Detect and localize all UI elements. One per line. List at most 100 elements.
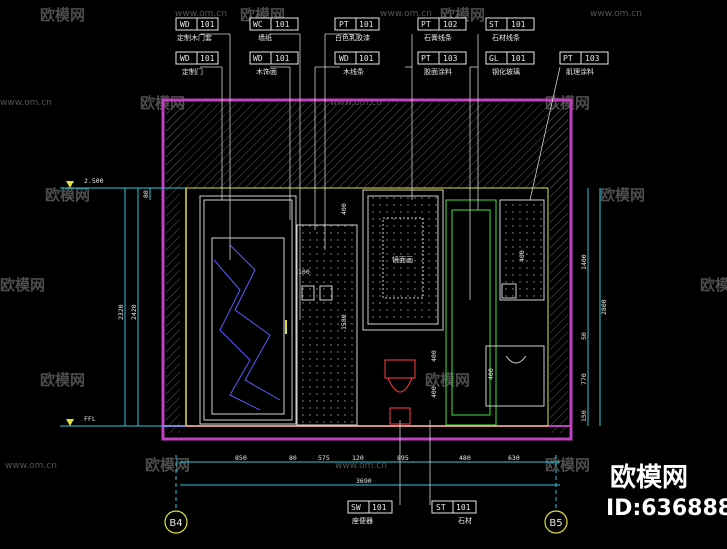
svg-text:www.om.cn: www.om.cn xyxy=(380,9,432,19)
tag-num: 101 xyxy=(359,20,374,29)
dim-right-0: 1400 xyxy=(580,254,588,270)
tag-code: PT xyxy=(339,20,349,29)
dim-bottom-6: 630 xyxy=(508,454,520,462)
svg-text:www.om.cn: www.om.cn xyxy=(590,9,642,19)
tag-num: 101 xyxy=(200,54,215,63)
dim-total: 3690 xyxy=(356,477,372,485)
tag-code: SW xyxy=(351,503,361,512)
axis-bubbles: B4 B5 xyxy=(164,510,568,534)
tag-3: WD 101 木饰面 xyxy=(249,51,299,76)
brand-logo-text: 欧模网 xyxy=(610,462,688,493)
dim-left-1: 2320 xyxy=(117,304,125,320)
tag-code: GL xyxy=(489,54,499,63)
tag-note: 定制木门套 xyxy=(177,33,212,42)
tag-10: PT 103 肌理涂料 xyxy=(559,51,609,76)
axis-b4: B4 xyxy=(169,518,182,529)
tag-note: 木饰面 xyxy=(256,67,277,76)
svg-text:www.om.cn: www.om.cn xyxy=(175,9,227,19)
dim-inner-1: 1580 xyxy=(340,314,348,330)
tag-num: 102 xyxy=(443,20,458,29)
svg-text:欧模网: 欧模网 xyxy=(40,6,85,24)
bottom-tag-1: ST 101 石材 xyxy=(431,500,477,525)
tag-code: PT xyxy=(421,54,431,63)
dim-left-2: 2420 xyxy=(130,304,138,320)
dim-inner-2: 100 xyxy=(298,268,310,276)
tag-num: 101 xyxy=(456,503,471,512)
dim-inner-0: 400 xyxy=(340,203,348,215)
tag-num: 101 xyxy=(275,20,290,29)
inner-dim-texts: 400 1580 100 400 400 400 400 xyxy=(298,203,526,398)
svg-text:www.om.cn: www.om.cn xyxy=(0,98,52,108)
material-tags: WD 101 定制木门套 WD 101 定制门 WC 101 墙纸 WD 101 木饰面… xyxy=(175,17,609,76)
tag-4: PT 101 白色乳胶漆 xyxy=(334,17,380,42)
dim-inner-5: 400 xyxy=(487,368,495,380)
dim-bottom-1: 80 xyxy=(289,454,297,462)
svg-text:欧模网: 欧模网 xyxy=(700,276,727,294)
dim-bottom-5: 480 xyxy=(459,454,471,462)
level-ffl: FFL xyxy=(84,415,96,423)
dim-bottom-3: 120 xyxy=(352,454,364,462)
dimension-lines xyxy=(60,187,601,510)
tag-note: 木线条 xyxy=(343,67,364,76)
tag-9: GL 101 钢化玻璃 xyxy=(485,51,535,76)
dim-inner-3: 400 xyxy=(430,350,438,362)
svg-text:欧模网: 欧模网 xyxy=(425,371,470,389)
dim-left-0: 80 xyxy=(142,190,150,198)
level-top: 2.500 xyxy=(84,177,104,185)
tag-num: 101 xyxy=(511,54,526,63)
tag-num: 101 xyxy=(275,54,290,63)
tag-num: 103 xyxy=(443,54,458,63)
tag-num: 103 xyxy=(585,54,600,63)
section-outline xyxy=(161,98,573,441)
tag-7: PT 103 胶面涂料 xyxy=(417,51,467,76)
tag-5: WD 101 木线条 xyxy=(334,51,380,76)
tag-note: 石材 xyxy=(458,516,472,525)
tag-num: 101 xyxy=(200,20,215,29)
dim-bottom-4: 895 xyxy=(397,454,409,462)
mirror-label: 镜面画 xyxy=(392,255,413,264)
tag-code: WD xyxy=(253,54,263,63)
dim-right-3: 770 xyxy=(580,373,588,385)
bottom-dim-texts: 850 80 575 120 895 480 630 3690 xyxy=(235,454,520,485)
svg-text:www.om.cn: www.om.cn xyxy=(335,461,387,471)
dim-right-2: 50 xyxy=(580,332,588,340)
dim-bottom-2: 575 xyxy=(318,454,330,462)
dim-inner-4: 400 xyxy=(430,386,438,398)
tag-0: WD 101 定制木门套 xyxy=(175,17,219,42)
level-markers: 2.500 FFL xyxy=(66,177,104,426)
svg-text:欧模网: 欧模网 xyxy=(545,456,590,474)
leader-lines xyxy=(200,33,561,505)
tag-note: 白色乳胶漆 xyxy=(335,33,370,42)
tag-1: WD 101 定制门 xyxy=(175,51,219,76)
svg-text:欧模网: 欧模网 xyxy=(40,371,85,389)
tag-code: WD xyxy=(339,54,349,63)
brand-watermark: 欧模网 ID:636888 xyxy=(606,462,727,521)
tag-code: PT xyxy=(563,54,573,63)
tag-note: 胶面涂料 xyxy=(424,67,452,76)
tag-note: 钢化玻璃 xyxy=(492,67,520,76)
svg-text:www.om.cn: www.om.cn xyxy=(5,461,57,471)
tag-code: ST xyxy=(436,503,446,512)
right-dim-texts: 1400 2800 50 770 150 xyxy=(580,254,608,422)
tag-2: WC 101 墙纸 xyxy=(249,17,299,42)
svg-text:欧模网: 欧模网 xyxy=(0,276,45,294)
tag-note: 定制门 xyxy=(182,67,203,76)
tag-note: 墙纸 xyxy=(258,33,272,42)
tag-note: 肌理涂料 xyxy=(566,67,594,76)
tag-code: WD xyxy=(180,54,190,63)
tag-note: 石膏线条 xyxy=(424,33,452,42)
dim-right-4: 150 xyxy=(580,410,588,422)
tag-note: 座便器 xyxy=(352,516,373,525)
svg-text:欧模网: 欧模网 xyxy=(600,186,645,204)
left-dim-texts: 80 2320 2420 xyxy=(117,190,150,320)
tag-code: ST xyxy=(489,20,499,29)
tag-code: WC xyxy=(253,20,263,29)
wall-elevation xyxy=(185,187,549,427)
svg-text:欧模网: 欧模网 xyxy=(145,456,190,474)
tag-code: WD xyxy=(180,20,190,29)
tag-num: 101 xyxy=(359,54,374,63)
